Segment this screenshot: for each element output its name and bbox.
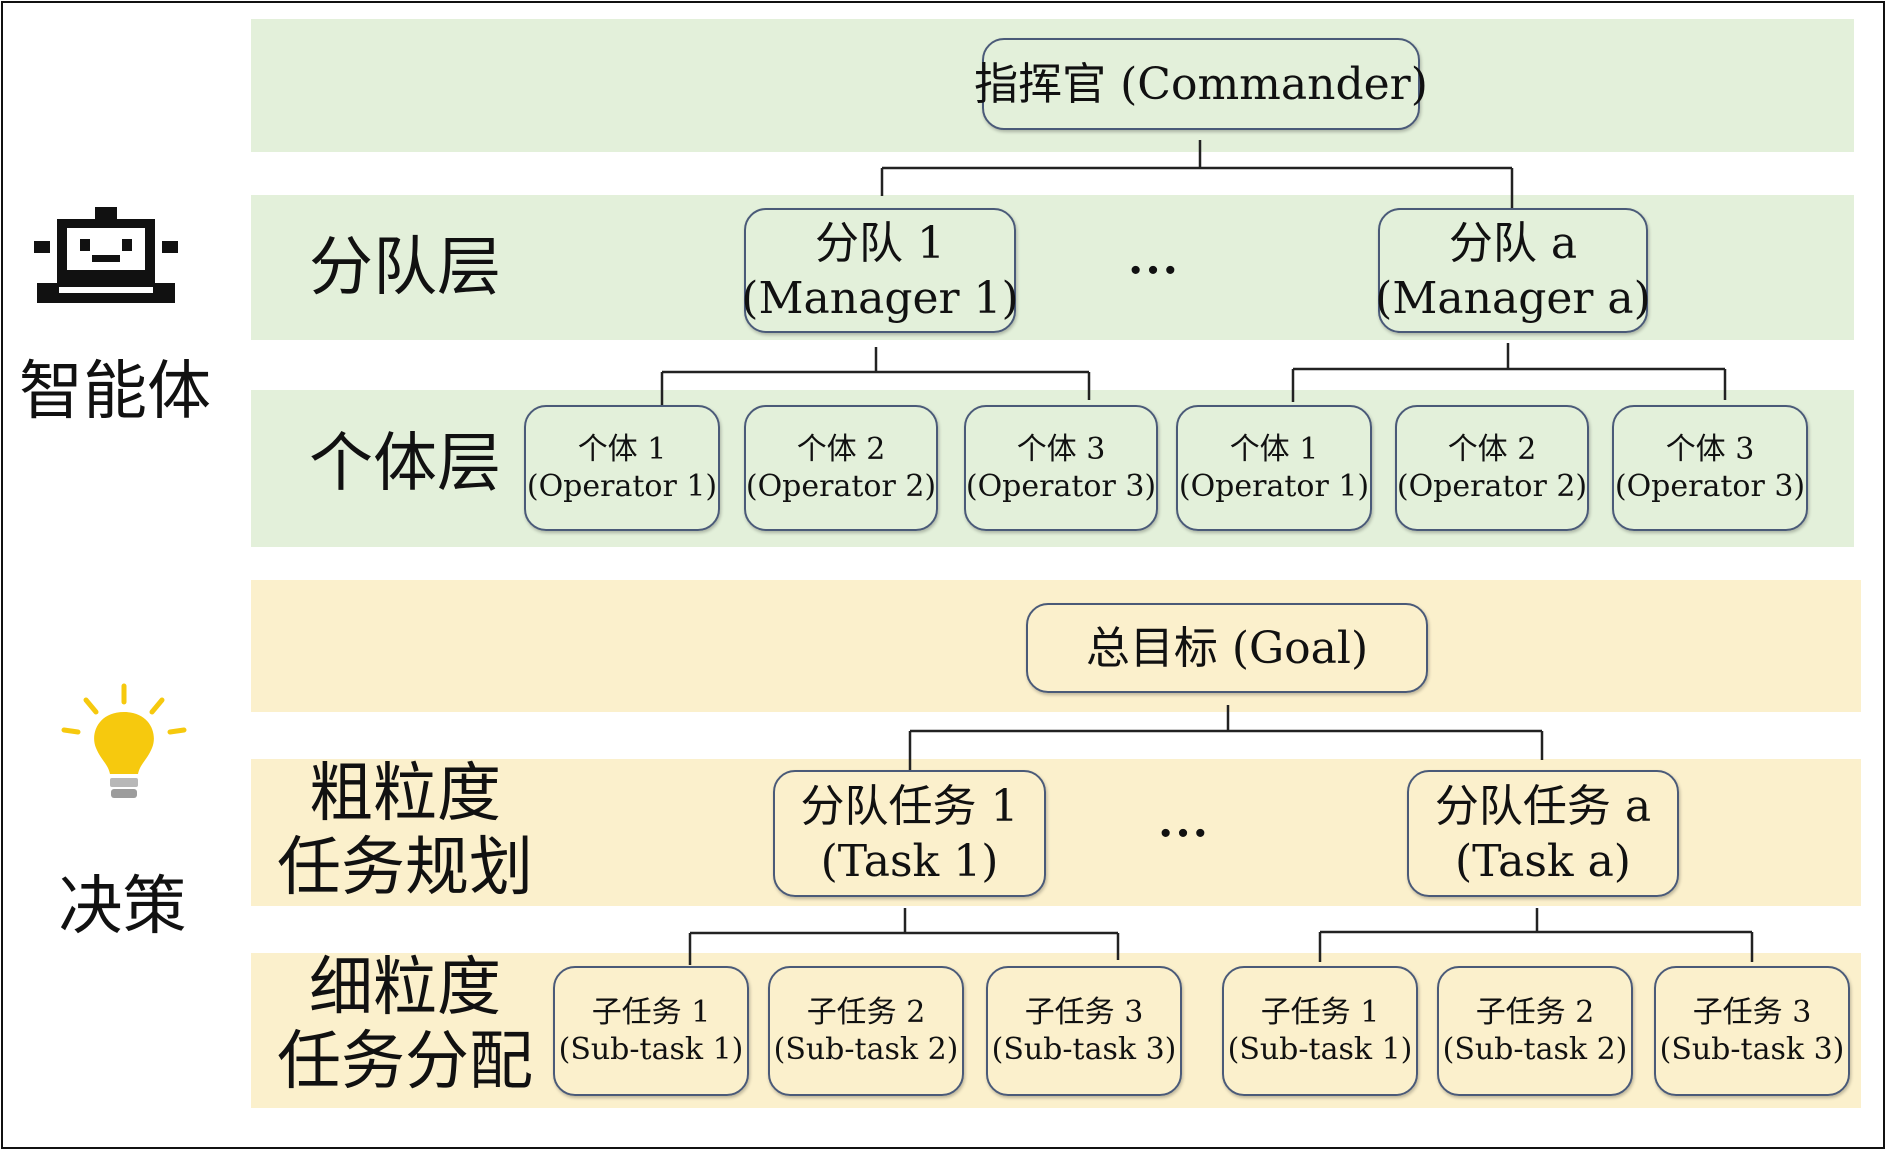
coarse-planning-band — [251, 759, 1861, 906]
squad-layer-band — [251, 195, 1854, 340]
connector-goal — [908, 705, 1544, 770]
manager-node: 分队 a (Manager a) — [1375, 208, 1651, 333]
task-node: 分队任务 1 (Task 1) — [773, 770, 1046, 897]
subtask-label: 子任务 1 — [1260, 994, 1380, 1030]
coarse-label-line1: 粗粒度 — [309, 757, 501, 831]
manager-sublabel: (Manager a) — [1375, 272, 1651, 324]
operator-sublabel: (Operator 2) — [745, 469, 937, 504]
operator-sublabel: (Operator 1) — [526, 469, 718, 504]
subtask-sublabel: (Sub-task 2) — [1442, 1032, 1628, 1067]
decision-side-label: 决策 — [58, 870, 187, 944]
fine-allocation-label: 细粒度 任务分配 — [265, 951, 545, 1099]
subtask-node: 子任务 3 (Sub-task 3) — [986, 966, 1182, 1096]
manager-label: 分队 1 — [815, 217, 945, 269]
task-node: 分队任务 a (Task a) — [1407, 770, 1679, 897]
individual-layer-label: 个体层 — [309, 427, 501, 501]
goal-label: 总目标 (Goal) — [1085, 622, 1369, 674]
operator-sublabel: (Operator 3) — [1614, 469, 1806, 504]
task-sublabel: (Task 1) — [820, 835, 999, 887]
subtask-node: 子任务 3 (Sub-task 3) — [1654, 966, 1850, 1096]
subtask-node: 子任务 2 (Sub-task 2) — [768, 966, 964, 1096]
operator-label: 个体 2 — [1447, 431, 1537, 467]
fine-label-line2: 任务分配 — [277, 1024, 533, 1099]
lightbulb-icon — [61, 683, 187, 798]
operator-label: 个体 3 — [1665, 431, 1755, 467]
connector-task-a — [1318, 908, 1754, 962]
managers-ellipsis: ··· — [1128, 245, 1180, 296]
individual-layer-band — [251, 390, 1854, 547]
connector-commander — [880, 140, 1514, 208]
task-sublabel: (Task a) — [1455, 835, 1631, 887]
connector-manager-a — [1291, 343, 1727, 402]
operator-node: 个体 2 (Operator 2) — [744, 405, 938, 531]
subtask-sublabel: (Sub-task 1) — [558, 1032, 744, 1067]
subtask-sublabel: (Sub-task 3) — [1659, 1032, 1845, 1067]
subtask-node: 子任务 1 (Sub-task 1) — [1222, 966, 1418, 1096]
manager-node: 分队 1 (Manager 1) — [741, 208, 1019, 333]
subtask-node: 子任务 1 (Sub-task 1) — [553, 966, 749, 1096]
operator-node: 个体 3 (Operator 3) — [1612, 405, 1808, 531]
task-label: 分队任务 1 — [800, 780, 1019, 832]
coarse-planning-label: 粗粒度 任务规划 — [265, 757, 545, 905]
goal-node: 总目标 (Goal) — [1026, 603, 1428, 693]
operator-node: 个体 1 (Operator 1) — [524, 405, 720, 531]
coarse-label-line2: 任务规划 — [277, 830, 533, 905]
subtask-label: 子任务 3 — [1024, 994, 1144, 1030]
subtask-sublabel: (Sub-task 3) — [991, 1032, 1177, 1067]
fine-allocation-band — [251, 953, 1861, 1108]
operator-label: 个体 2 — [796, 431, 886, 467]
subtask-sublabel: (Sub-task 2) — [773, 1032, 959, 1067]
connector-task-1 — [688, 908, 1120, 965]
squad-layer-label: 分队层 — [309, 231, 501, 305]
subtask-node: 子任务 2 (Sub-task 2) — [1437, 966, 1633, 1096]
fine-label-line1: 细粒度 — [309, 951, 501, 1025]
manager-sublabel: (Manager 1) — [741, 272, 1019, 324]
subtask-label: 子任务 2 — [1475, 994, 1595, 1030]
tasks-ellipsis: ··· — [1158, 808, 1210, 859]
commander-node: 指挥官 (Commander) — [974, 38, 1428, 130]
operator-sublabel: (Operator 3) — [965, 469, 1157, 504]
manager-label: 分队 a — [1448, 217, 1578, 269]
commander-label: 指挥官 (Commander) — [974, 58, 1428, 110]
goal-band — [251, 580, 1861, 712]
subtask-sublabel: (Sub-task 1) — [1227, 1032, 1413, 1067]
operator-sublabel: (Operator 2) — [1396, 469, 1588, 504]
operator-label: 个体 1 — [577, 431, 667, 467]
subtask-label: 子任务 2 — [806, 994, 926, 1030]
operator-label: 个体 1 — [1229, 431, 1319, 467]
connector-manager-1 — [660, 347, 1091, 405]
subtask-label: 子任务 1 — [591, 994, 711, 1030]
task-label: 分队任务 a — [1434, 780, 1652, 832]
operator-label: 个体 3 — [1016, 431, 1106, 467]
robot-icon — [34, 207, 178, 303]
operator-sublabel: (Operator 1) — [1178, 469, 1370, 504]
operator-node: 个体 1 (Operator 1) — [1176, 405, 1372, 531]
operator-node: 个体 3 (Operator 3) — [964, 405, 1158, 531]
operator-node: 个体 2 (Operator 2) — [1395, 405, 1589, 531]
subtask-label: 子任务 3 — [1692, 994, 1812, 1030]
agent-side-label: 智能体 — [19, 355, 211, 429]
